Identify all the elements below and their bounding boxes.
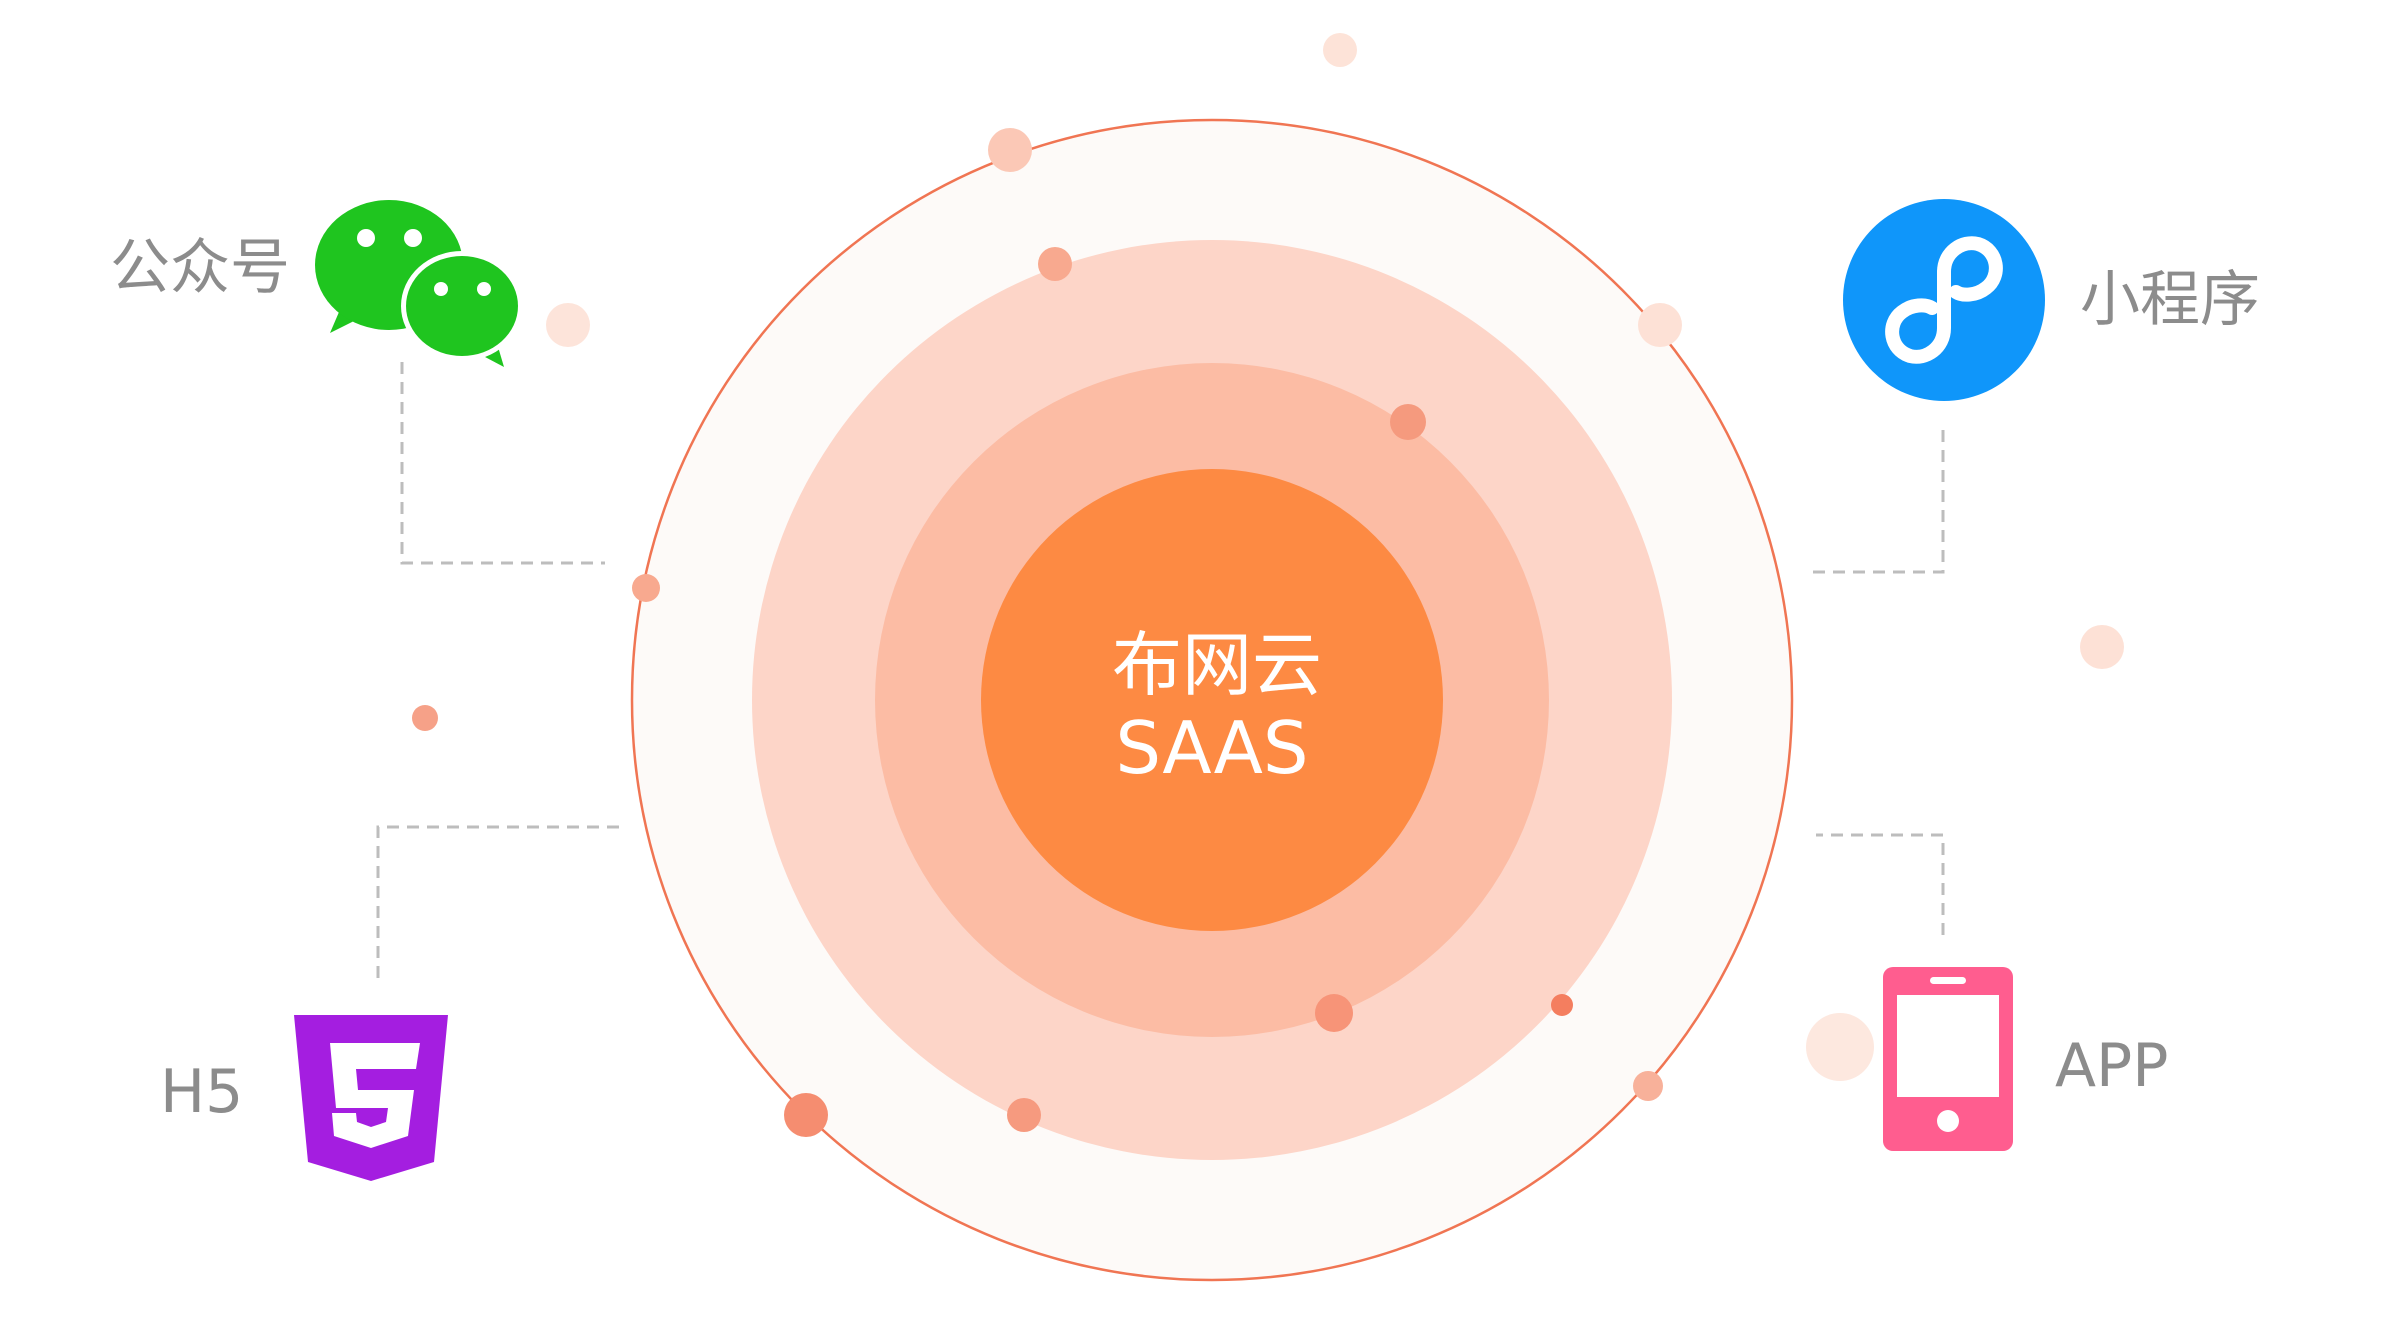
decor-dot: [1638, 303, 1682, 347]
decor-dot: [2080, 625, 2124, 669]
decor-dot: [632, 574, 660, 602]
connector-mini-program: [1808, 430, 1945, 574]
connectors: [376, 362, 1945, 978]
core-circle: [981, 469, 1443, 931]
connector-app: [1816, 833, 1945, 935]
label-app: APP: [2055, 1031, 2169, 1101]
decor-dot: [1390, 404, 1426, 440]
decor-dot: [784, 1093, 828, 1137]
connector-h5: [376, 825, 622, 978]
center-subtitle: SAAS: [1115, 706, 1309, 790]
decor-dot: [1323, 33, 1357, 67]
decor-dot: [546, 303, 590, 347]
decor-dot: [1551, 994, 1573, 1016]
decorative-dots: [412, 33, 2124, 1137]
mini-program-icon: [1843, 199, 2045, 401]
label-mini-program: 小程序: [2080, 265, 2260, 335]
label-wechat-official-account: 公众号: [110, 233, 290, 303]
decor-dot: [1007, 1098, 1041, 1132]
decor-dot: [1038, 247, 1072, 281]
decor-dot: [412, 705, 438, 731]
decor-dot: [988, 128, 1032, 172]
html5-icon: [294, 1015, 448, 1181]
label-h5: H5: [160, 1057, 244, 1127]
wechat-icon: [315, 200, 523, 367]
mobile-phone-icon: [1883, 967, 2013, 1151]
decor-dot: [1315, 994, 1353, 1032]
decor-dot: [1633, 1071, 1663, 1101]
connector-wechat: [400, 362, 605, 565]
decor-dot: [1806, 1013, 1874, 1081]
center-title: 布网云: [1112, 624, 1322, 706]
